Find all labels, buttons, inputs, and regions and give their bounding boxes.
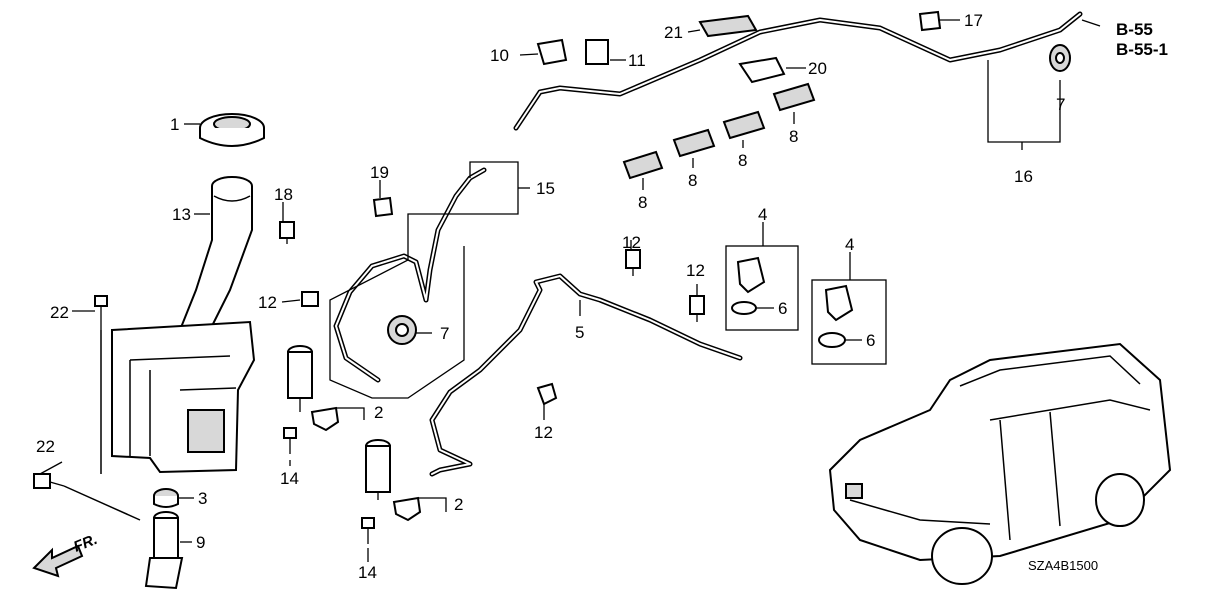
protector-8d-part <box>772 82 816 112</box>
callout-17: 17 <box>964 11 983 30</box>
callout-8d: 8 <box>789 127 798 146</box>
front-washer-hose <box>429 273 743 477</box>
pad-21-part <box>698 14 758 38</box>
callout-13: 13 <box>172 205 191 224</box>
callout-16: 16 <box>1014 167 1033 186</box>
clip-10-part <box>536 38 568 66</box>
nozzle-box-a <box>725 245 799 331</box>
callout-20: 20 <box>808 59 827 78</box>
rear-washer-hose <box>333 167 487 383</box>
reservoir-cap-part <box>199 113 265 147</box>
callout-7a: 7 <box>440 324 449 343</box>
grommet-7b-part <box>1049 44 1071 72</box>
callout-18: 18 <box>274 185 293 204</box>
clip-20-part <box>738 56 786 84</box>
bolt-22a-part <box>94 295 108 474</box>
washer-pump-upper <box>287 345 340 432</box>
front-direction-arrow-icon <box>32 544 84 578</box>
washer-reservoir-tank <box>111 320 256 474</box>
protector-8b-part <box>672 128 716 158</box>
callout-12a: 12 <box>258 293 277 312</box>
bolt-14b-part <box>361 517 375 544</box>
callout-14b: 14 <box>358 563 377 582</box>
callout-19: 19 <box>370 163 389 182</box>
clip-19-part <box>372 196 394 218</box>
ref-b55: B-55 <box>1116 20 1153 39</box>
vehicle-illustration <box>828 342 1172 585</box>
callout-12b: 12 <box>534 423 553 442</box>
callout-12c: 12 <box>622 233 641 252</box>
callout-6a: 6 <box>778 299 787 318</box>
callout-10: 10 <box>490 46 509 65</box>
callout-15: 15 <box>536 179 555 198</box>
protector-8a-part <box>622 150 664 180</box>
callout-14a: 14 <box>280 469 299 488</box>
callout-4b: 4 <box>845 235 854 254</box>
callout-22b: 22 <box>36 437 55 456</box>
clip-12b-part <box>689 295 705 322</box>
callout-5: 5 <box>575 323 584 342</box>
callout-8c: 8 <box>738 151 747 170</box>
callout-3: 3 <box>198 489 207 508</box>
callout-8a: 8 <box>638 193 647 212</box>
clip-11-part <box>585 39 609 65</box>
callout-2a: 2 <box>374 403 383 422</box>
leader-lines <box>39 19 1101 562</box>
washer-pump-lower <box>365 439 422 522</box>
bolt-14a-part <box>283 427 297 454</box>
grommet-3-part <box>153 488 179 508</box>
diagram-code: SZA4B1500 <box>1028 558 1098 573</box>
callout-6b: 6 <box>866 331 875 350</box>
callout-22a: 22 <box>50 303 69 322</box>
bolt-18-part <box>279 221 295 244</box>
main-washer-hose <box>513 11 1083 131</box>
bolt-22b-part <box>33 473 141 521</box>
filler-neck-part <box>178 176 253 338</box>
callout-2b: 2 <box>454 495 463 514</box>
callout-21: 21 <box>664 23 683 42</box>
protector-8c-part <box>722 110 766 140</box>
grommet-7a-part <box>387 315 417 345</box>
clip-17-part <box>918 10 942 32</box>
clip-12d-part <box>536 382 558 406</box>
clip-12a-part <box>625 249 641 276</box>
callout-12d: 12 <box>686 261 705 280</box>
callout-8b: 8 <box>688 171 697 190</box>
callout-9: 9 <box>196 533 205 552</box>
nozzle-box-b <box>811 279 887 365</box>
ref-b55-1: B-55-1 <box>1116 40 1168 59</box>
callout-11: 11 <box>628 51 646 70</box>
callout-4a: 4 <box>758 205 767 224</box>
clip-12c-part <box>301 291 319 307</box>
callout-7b: 7 <box>1056 95 1065 114</box>
callout-1: 1 <box>170 115 179 134</box>
front-direction-label: FR. <box>71 531 100 556</box>
level-sensor-9-part <box>144 511 184 590</box>
